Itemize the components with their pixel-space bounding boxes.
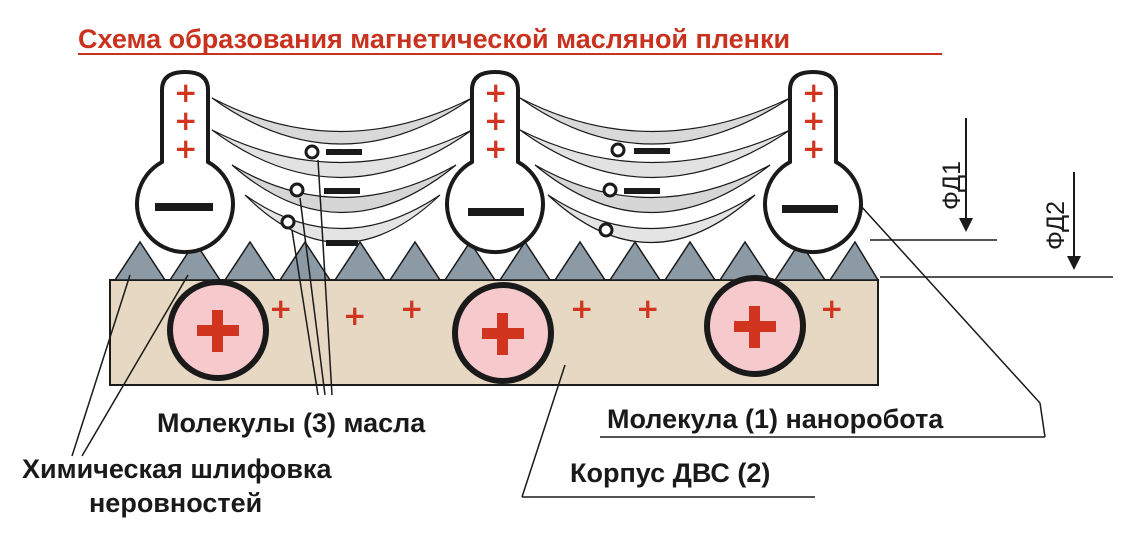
positive-ion — [167, 279, 269, 381]
body-charges: + + + + + + — [269, 292, 843, 332]
nanorobot-molecule: + + + — [445, 69, 545, 255]
plus-sign: + — [802, 104, 825, 137]
leader-lines — [71, 159, 1113, 498]
plus-sign: + — [484, 76, 507, 109]
positive-ions — [167, 275, 806, 384]
oil-molecule — [602, 182, 660, 198]
asperity — [388, 240, 442, 281]
plus-sign: + — [802, 76, 825, 109]
oil-molecule — [289, 182, 360, 198]
nanorobot-molecule-label: Молекула (1) наноробота — [607, 404, 944, 434]
asperity — [278, 240, 332, 281]
chemical-polishing-label: Химическая шлифовка — [22, 454, 332, 484]
oil-molecule — [304, 144, 362, 160]
fd1-arrow — [959, 118, 973, 232]
oil-layer — [211, 97, 473, 145]
minus-sign — [468, 208, 524, 216]
oil-layer — [519, 97, 791, 145]
plus-sign: + — [636, 292, 659, 325]
asperity — [608, 240, 662, 281]
plus-sign: + — [174, 104, 197, 137]
oil-molecule — [598, 222, 614, 238]
minus-sign — [155, 203, 213, 211]
oil-molecule — [610, 142, 670, 158]
engine-body-label: Корпус ДВС (2) — [570, 458, 770, 488]
oil-layer — [244, 194, 441, 244]
surface-asperities — [113, 240, 880, 281]
plus-sign: + — [484, 104, 507, 137]
asperity — [443, 240, 497, 281]
nanorobot-molecule: + + + — [763, 69, 863, 255]
oil-molecules — [280, 142, 670, 246]
diagram-title: Схема образования магнетической масляной… — [78, 24, 790, 54]
positive-ion — [452, 282, 554, 384]
plus-sign: + — [820, 292, 843, 325]
oil-molecule — [280, 214, 358, 246]
plus-sign: + — [400, 292, 423, 325]
asperity — [168, 240, 222, 281]
nanorobot-molecule: + + + — [135, 69, 235, 255]
asperity — [718, 240, 772, 281]
plus-sign: + — [802, 132, 825, 165]
plus-sign: + — [484, 132, 507, 165]
asperity — [498, 240, 552, 281]
plus-sign: + — [570, 292, 593, 325]
plus-sign: + — [174, 76, 197, 109]
plus-sign: + — [343, 299, 366, 332]
asperity — [333, 240, 387, 281]
asperity — [828, 240, 880, 281]
plus-sign: + — [269, 292, 292, 325]
fd2-label: ФД2 — [1042, 201, 1070, 250]
asperity — [663, 240, 717, 281]
asperity — [553, 240, 607, 281]
asperity — [223, 240, 277, 281]
fd1-label: ФД1 — [938, 161, 966, 210]
minus-sign — [782, 205, 838, 213]
asperity — [773, 240, 827, 281]
plus-sign: + — [174, 132, 197, 165]
fd2-arrow — [1067, 172, 1081, 270]
chemical-polishing-label-line2: неровностей — [89, 488, 262, 518]
asperity — [113, 240, 167, 281]
oil-molecules-label: Молекулы (3) масла — [157, 408, 426, 438]
positive-ion — [704, 275, 806, 377]
